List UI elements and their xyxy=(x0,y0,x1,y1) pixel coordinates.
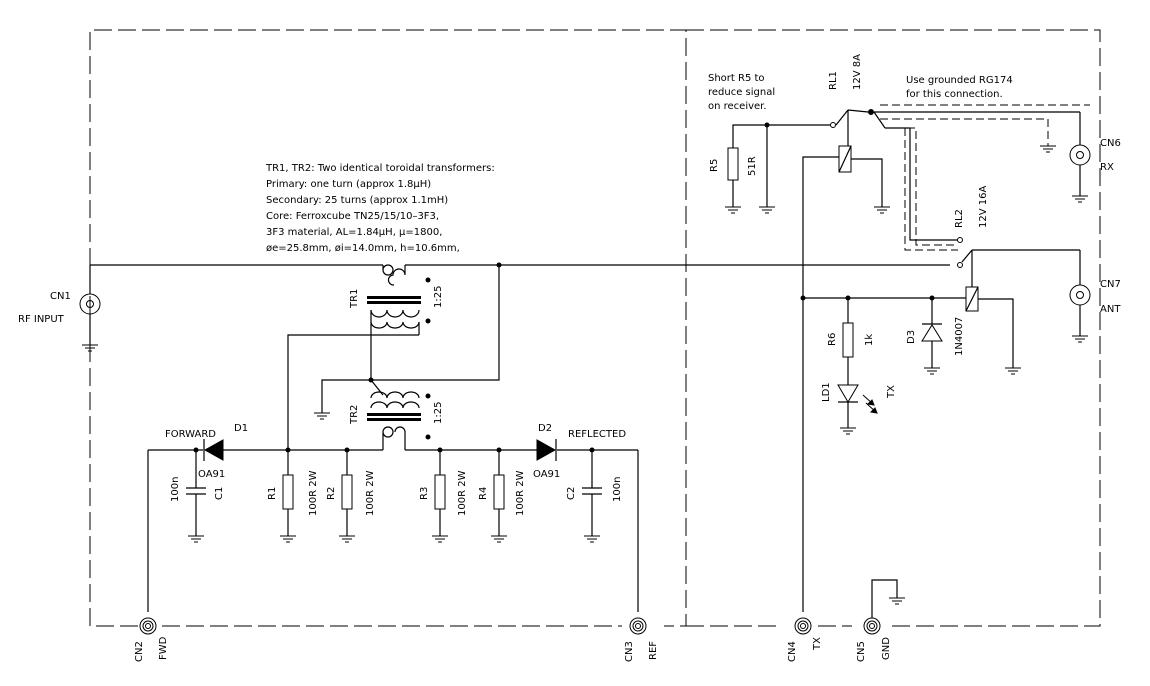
d3-ref: D3 xyxy=(906,330,917,344)
coupler-enclosure xyxy=(89,29,687,627)
r4-ref: R4 xyxy=(478,487,489,500)
c1-ref: C1 xyxy=(214,487,225,500)
r6-ref: R6 xyxy=(827,333,838,346)
r5-ref: R5 xyxy=(709,159,720,172)
svg-text:reduce signal: reduce signal xyxy=(708,87,775,98)
d3-diode: D3 1N4007 xyxy=(906,298,965,375)
r5-resistor: R5 51R xyxy=(709,122,830,214)
rl2-ref: RL2 xyxy=(954,209,965,228)
main-rf-line xyxy=(90,262,950,268)
reflected-detector: REFLECTED xyxy=(405,429,639,612)
c1-capacitor: 100n C1 xyxy=(170,450,225,543)
svg-text:on receiver.: on receiver. xyxy=(708,101,767,112)
rl2-value: 12V 16A xyxy=(978,186,989,228)
ld1-value: TX xyxy=(886,385,897,399)
d3-value: 1N4007 xyxy=(954,317,965,356)
tr1-ref: TR1 xyxy=(349,289,360,309)
tr1-ratio: 1:25 xyxy=(433,286,444,308)
svg-text:for this connection.: for this connection. xyxy=(906,89,1003,100)
rg174-note: Use grounded RG174 for this connection. xyxy=(906,75,1013,100)
note-line-4: Core: Ferroxcube TN25/15/10–3F3, xyxy=(266,211,439,222)
ld1-led: LD1 TX xyxy=(821,382,897,435)
cn4-connector: CN4 TX xyxy=(787,617,823,662)
cn1-label: RF INPUT xyxy=(18,314,65,325)
c1-value: 100n xyxy=(170,477,181,502)
r4-resistor: R4 100R 2W xyxy=(478,450,526,543)
rl1-ref: RL1 xyxy=(828,71,839,90)
note-line-5: 3F3 material, AL=1.84µH, µ=1800, xyxy=(266,227,442,238)
reflected-label: REFLECTED xyxy=(568,429,626,440)
cn7-ref: CN7 xyxy=(1100,279,1121,290)
cn2-ref: CN2 xyxy=(134,641,145,662)
tr2-ref: TR2 xyxy=(349,405,360,425)
r2-resistor: R2 100R 2W xyxy=(326,450,376,543)
cn4-label: TX xyxy=(812,637,823,651)
cn5-connector: CN5 GND xyxy=(856,579,906,662)
tx-control-line xyxy=(800,295,966,612)
forward-detector: FORWARD xyxy=(147,429,383,612)
cn6-ref: CN6 xyxy=(1100,138,1121,149)
tr1-transformer: TR1 1:25 xyxy=(349,264,444,380)
cn5-ref: CN5 xyxy=(856,641,867,662)
svg-text:Short R5 to: Short R5 to xyxy=(708,73,765,84)
note-line-1: TR1, TR2: Two identical toroidal transfo… xyxy=(265,163,495,174)
cn2-label: FWD xyxy=(158,636,169,660)
r3-ref: R3 xyxy=(419,487,430,500)
r5-value: 51R xyxy=(747,156,758,176)
cn2-connector: CN2 FWD xyxy=(134,617,169,662)
rx-coax-line xyxy=(868,104,1090,251)
r4-value: 100R 2W xyxy=(515,470,526,516)
rl1-relay: RL1 12V 8A xyxy=(802,54,891,298)
note-line-3: Secondary: 25 turns (approx 1.1mH) xyxy=(266,195,448,206)
cn7-label: ANT xyxy=(1100,304,1121,315)
cn6-label: RX xyxy=(1100,162,1114,173)
d1-value: OA91 xyxy=(198,469,225,480)
r2-ref: R2 xyxy=(326,487,337,500)
rl1-value: 12V 8A xyxy=(852,54,863,90)
note-line-6: øe=25.8mm, øi=14.0mm, h=10.6mm, xyxy=(266,243,460,254)
r1-resistor: R1 100R 2W xyxy=(267,450,319,543)
d1-ref: D1 xyxy=(234,423,248,434)
d1-diode: D1 OA91 xyxy=(198,423,248,480)
cn3-ref: CN3 xyxy=(624,641,635,662)
c2-value: 100n xyxy=(612,477,623,502)
r2-value: 100R 2W xyxy=(365,470,376,516)
bridge-wiring xyxy=(287,265,500,450)
cn1-connector: CN1 RF INPUT xyxy=(18,265,101,352)
d2-ref: D2 xyxy=(538,423,552,434)
transformer-notes: TR1, TR2: Two identical toroidal transfo… xyxy=(265,163,495,254)
cn3-label: REF xyxy=(648,641,659,660)
note-line-2: Primary: one turn (approx 1.8µH) xyxy=(266,179,431,190)
cn3-connector: CN3 REF xyxy=(624,617,659,662)
relay-enclosure xyxy=(686,29,1101,627)
r5-note: Short R5 to reduce signal on receiver. xyxy=(708,73,775,112)
c2-capacitor: C2 100n xyxy=(566,450,623,543)
cn7-connector: CN7 ANT xyxy=(1069,250,1121,343)
cn1-ref: CN1 xyxy=(50,291,71,302)
svg-text:Use grounded RG174: Use grounded RG174 xyxy=(906,75,1013,86)
r1-ref: R1 xyxy=(267,487,278,500)
r3-resistor: R3 100R 2W xyxy=(419,450,468,543)
r6-value: 1k xyxy=(864,334,875,346)
d2-diode: D2 OA91 xyxy=(533,423,560,480)
cn6-connector: CN6 RX xyxy=(1069,138,1121,203)
tr2-transformer: TR2 1:25 xyxy=(349,391,444,450)
cn5-label: GND xyxy=(881,637,892,660)
r1-value: 100R 2W xyxy=(308,470,319,516)
cn4-ref: CN4 xyxy=(787,641,798,662)
rl2-relay: RL2 12V 16A xyxy=(954,186,1080,375)
ld1-ref: LD1 xyxy=(821,382,832,402)
r3-value: 100R 2W xyxy=(457,470,468,516)
d2-value: OA91 xyxy=(533,469,560,480)
forward-label: FORWARD xyxy=(165,429,216,440)
c2-ref: C2 xyxy=(566,487,577,500)
r6-resistor: R6 1k xyxy=(827,298,875,385)
tr2-ratio: 1:25 xyxy=(433,402,444,424)
